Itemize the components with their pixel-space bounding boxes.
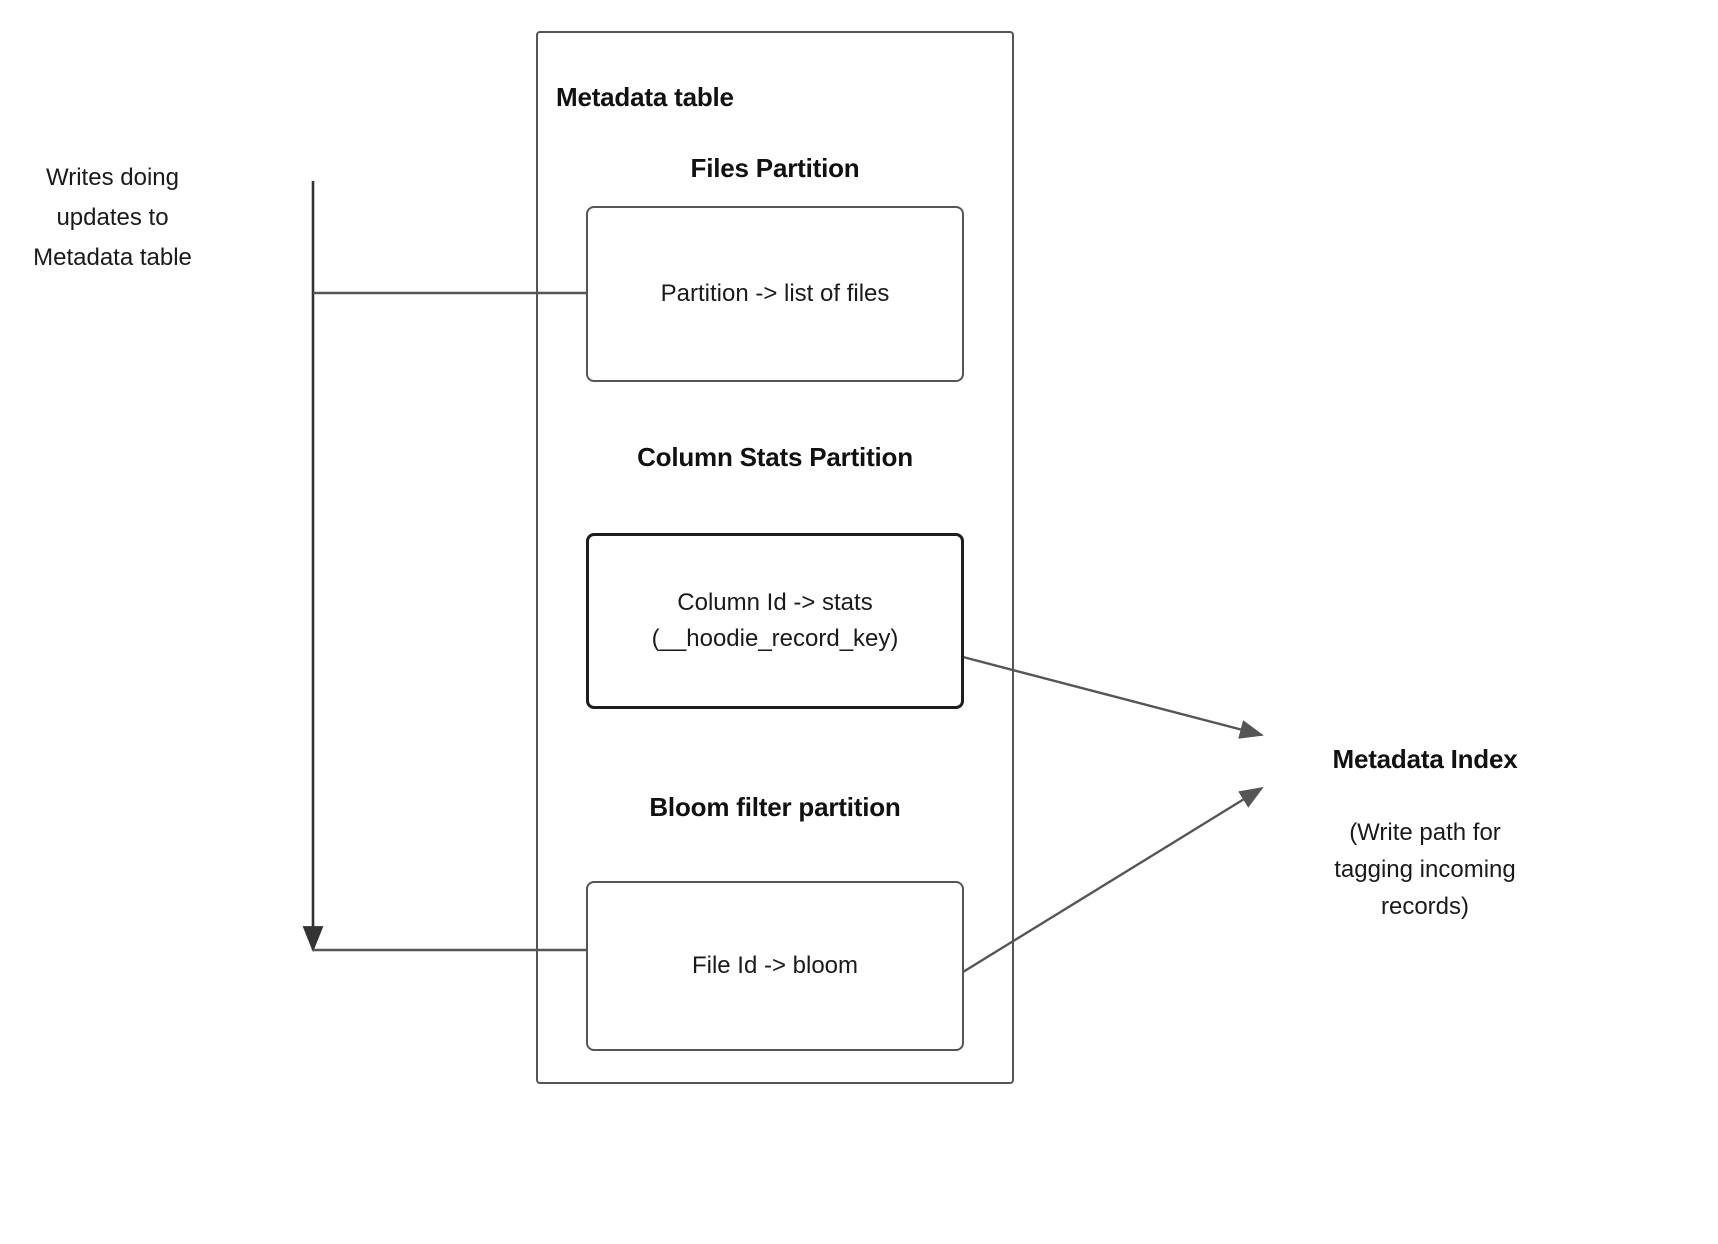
files-partition-box-text: Partition -> list of files [660,280,890,307]
bloom-filter-box-text: File Id -> bloom [691,952,859,979]
metadata-table-container [536,31,1014,1084]
column-stats-partition-heading: Column Stats Partition [637,442,913,472]
column-stats-box-text: Column Id -> stats (__hoodie_record_key) [651,589,899,652]
files-partition-box: Partition -> list of files [586,206,964,382]
metadata-table-title: Metadata table [556,82,734,112]
column-stats-box: Column Id -> stats (__hoodie_record_key) [586,533,964,709]
bloom-filter-partition-heading: Bloom filter partition [649,792,901,822]
metadata-index-title: Metadata Index [1332,744,1518,774]
files-partition-heading: Files Partition [690,153,860,183]
bloom-filter-box: File Id -> bloom [586,881,964,1051]
metadata-index-caption: (Write path for tagging incoming records… [1334,819,1516,920]
writes-annotation-label: Writes doing updates to Metadata table [33,164,192,271]
